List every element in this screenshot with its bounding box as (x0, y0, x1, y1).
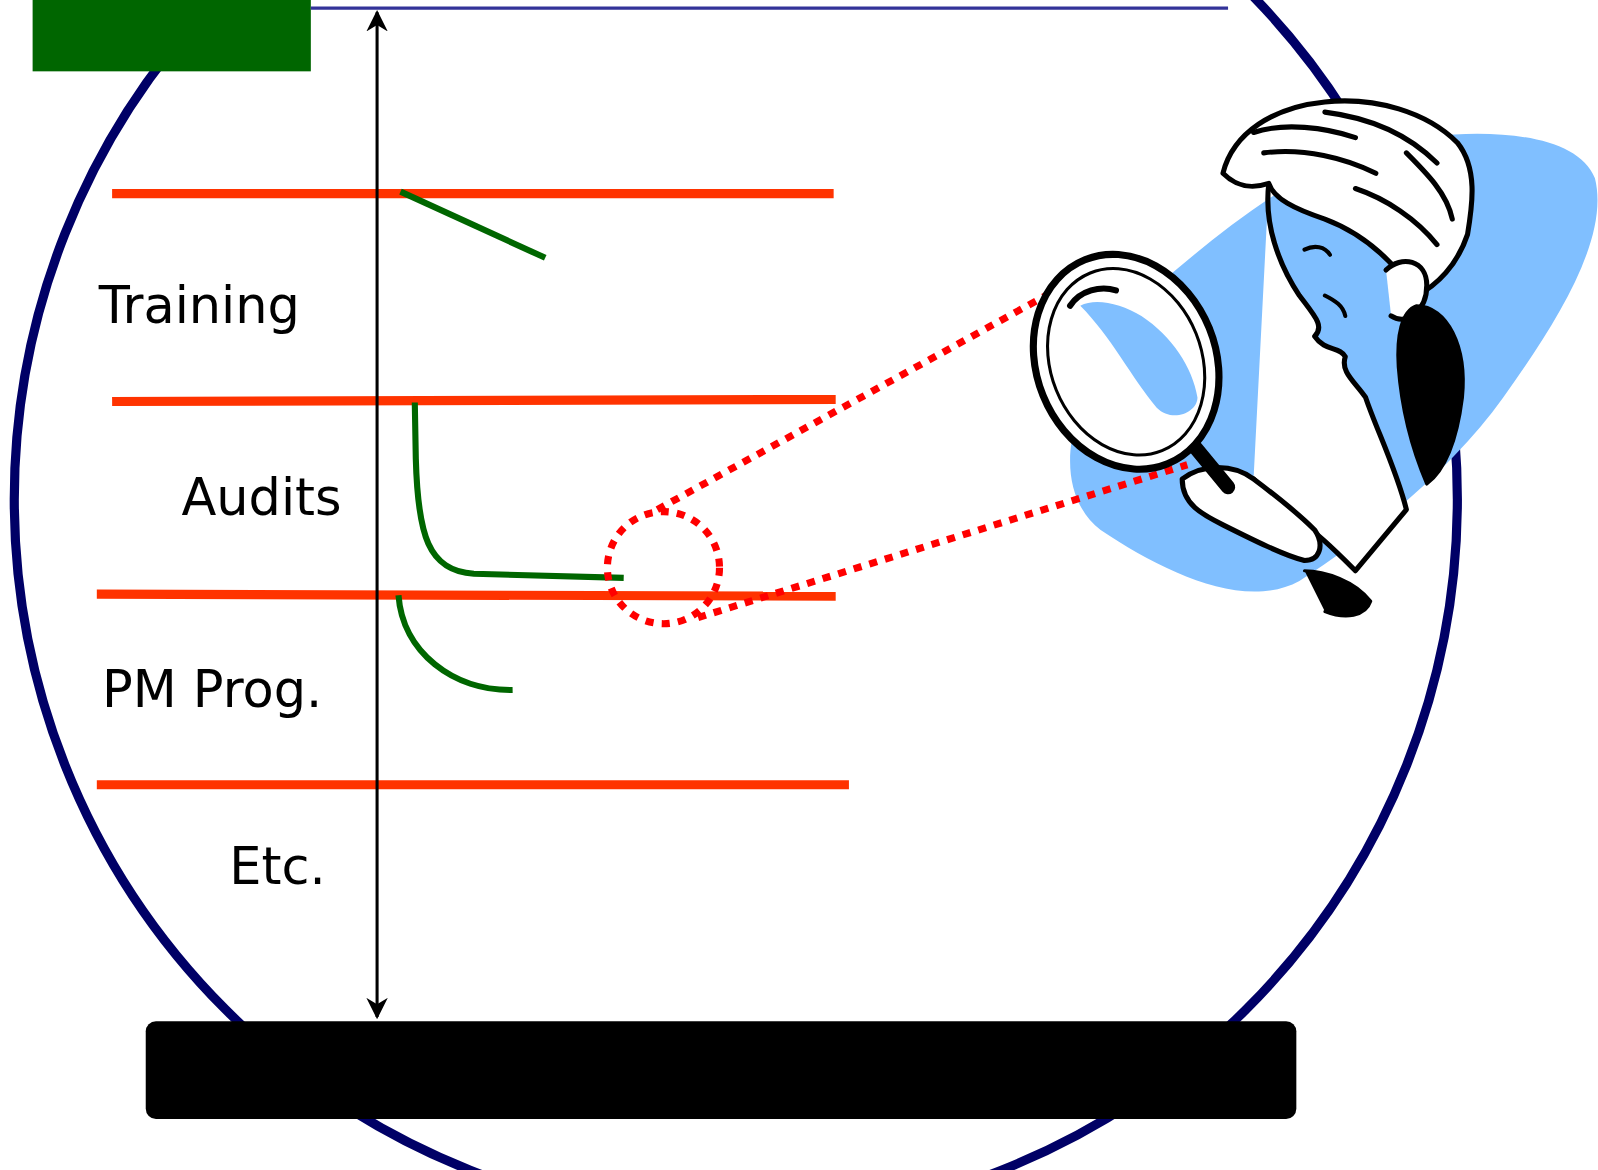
base-bar (146, 1021, 1297, 1119)
top-line (311, 7, 1228, 10)
hand (1182, 468, 1320, 561)
green-trend (398, 595, 512, 690)
zoom-line (657, 294, 1049, 510)
band-label: PM Prog. (102, 664, 322, 715)
band-divider (112, 189, 834, 198)
green-trend (415, 403, 624, 578)
vertical-arrow (376, 12, 379, 1017)
green-block (33, 0, 311, 71)
band-divider (97, 594, 836, 596)
band-divider (97, 780, 849, 789)
band-label: Etc. (229, 841, 325, 892)
lens-glint (1070, 289, 1116, 306)
magnifier-lens (1020, 245, 1232, 479)
face-detail (1304, 247, 1345, 316)
hair-strand (1254, 112, 1453, 244)
magnifier-handle (1194, 446, 1228, 487)
shoulder (1398, 306, 1463, 484)
lens-reflection (1080, 302, 1197, 415)
cuff (1304, 571, 1370, 616)
zoom-circle (607, 512, 719, 624)
magnifier-rim (1002, 226, 1251, 497)
zoom-line (698, 465, 1187, 618)
band-divider (112, 399, 836, 401)
band-label: Training (99, 280, 300, 331)
inspector-illustration (1002, 101, 1472, 616)
band-label: Audits (181, 472, 341, 523)
hair (1223, 101, 1472, 296)
green-trend (401, 192, 546, 258)
